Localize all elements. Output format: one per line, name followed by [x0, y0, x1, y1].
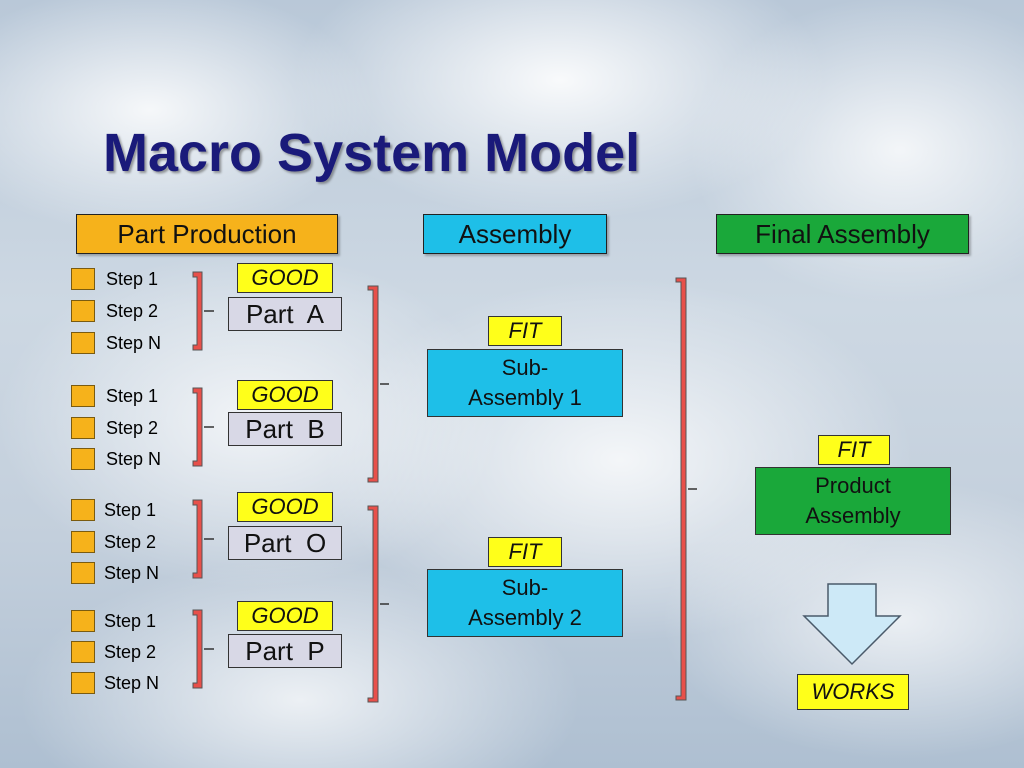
product-assembly-line1: Product [815, 473, 891, 498]
good-status: GOOD [237, 601, 333, 631]
step-checkbox [71, 300, 95, 322]
step-checkbox [71, 499, 95, 521]
bracket-part-p [192, 609, 203, 689]
part-production-header: Part Production [76, 214, 338, 254]
step-checkbox [71, 641, 95, 663]
part-box: Part O [228, 526, 342, 560]
part-box: Part A [228, 297, 342, 331]
product-assembly-line2: Assembly [805, 503, 901, 528]
assembly-header: Assembly [423, 214, 607, 254]
sub-assembly-line2: Assembly 1 [468, 385, 582, 410]
good-status: GOOD [237, 380, 333, 410]
bracket-part-b [192, 387, 203, 467]
sub-assembly-line1: Sub- [501, 575, 549, 600]
sub-assembly-line1: Sub- [501, 355, 549, 380]
step-label: Step 1 [104, 611, 157, 631]
step-label: Step 2 [106, 418, 159, 438]
works-result: WORKS [797, 674, 909, 710]
page-title: Macro System Model [103, 123, 641, 183]
bracket-sub-assembly-2 [367, 505, 379, 703]
fit-status: FIT [818, 435, 890, 465]
step-label: Step N [104, 673, 160, 693]
product-assembly-box: Product Assembly [755, 467, 951, 535]
good-status: GOOD [237, 492, 333, 522]
step-label: Step 2 [104, 642, 157, 662]
step-checkbox [71, 610, 95, 632]
step-label: Step 2 [104, 532, 157, 552]
sub-assembly-box: Sub- Assembly 1 [427, 349, 623, 417]
step-checkbox [71, 385, 95, 407]
step-label: Step 2 [106, 301, 159, 321]
step-label: Step N [104, 563, 160, 583]
good-status: GOOD [237, 263, 333, 293]
bracket-product [675, 277, 687, 701]
step-checkbox [71, 672, 95, 694]
part-box: Part P [228, 634, 342, 668]
down-arrow-icon [802, 583, 902, 666]
part-box: Part B [228, 412, 342, 446]
step-checkbox [71, 562, 95, 584]
step-label: Step 1 [104, 500, 157, 520]
step-label: Step 1 [106, 269, 159, 289]
step-checkbox [71, 417, 95, 439]
fit-status: FIT [488, 537, 562, 567]
step-checkbox [71, 448, 95, 470]
sub-assembly-box: Sub- Assembly 2 [427, 569, 623, 637]
step-label: Step N [106, 449, 162, 469]
bracket-sub-assembly-1 [367, 285, 379, 483]
final-assembly-header: Final Assembly [716, 214, 969, 254]
sub-assembly-line2: Assembly 2 [468, 605, 582, 630]
step-label: Step N [106, 333, 162, 353]
step-checkbox [71, 531, 95, 553]
step-checkbox [71, 268, 95, 290]
bracket-part-a [192, 271, 203, 351]
bracket-part-o [192, 499, 203, 579]
fit-status: FIT [488, 316, 562, 346]
step-checkbox [71, 332, 95, 354]
step-label: Step 1 [106, 386, 159, 406]
